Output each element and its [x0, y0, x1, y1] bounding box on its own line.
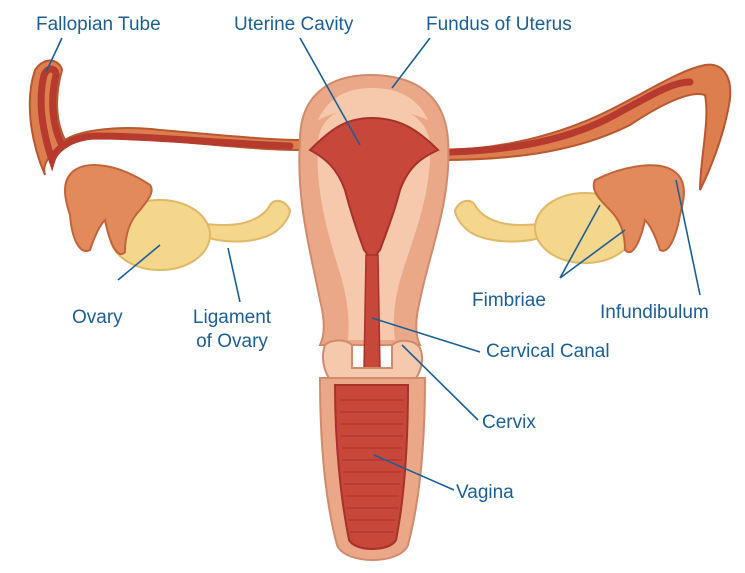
cervical-canal	[364, 255, 380, 370]
label-infundibulum: Infundibulum	[600, 301, 709, 325]
label-ligament-line1: Ligament	[186, 306, 278, 330]
vagina-inner	[335, 385, 408, 549]
leader-fundus	[392, 38, 430, 88]
label-cervical-canal: Cervical Canal	[486, 340, 610, 364]
label-ovary: Ovary	[72, 306, 123, 330]
label-cervix: Cervix	[482, 411, 536, 435]
label-vagina: Vagina	[456, 481, 514, 505]
left-tube-lumen	[41, 69, 290, 160]
label-ligament: Ligament of Ovary	[186, 306, 278, 354]
label-fimbriae: Fimbriae	[472, 289, 546, 313]
label-fundus: Fundus of Uterus	[426, 13, 572, 37]
label-fallopian-tube: Fallopian Tube	[36, 13, 161, 37]
leader-infundibulum	[676, 180, 700, 295]
left-fallopian-tube	[30, 61, 300, 175]
label-uterine-cavity: Uterine Cavity	[234, 13, 353, 37]
leader-ligament	[228, 248, 240, 302]
label-ligament-line2: of Ovary	[186, 330, 278, 354]
